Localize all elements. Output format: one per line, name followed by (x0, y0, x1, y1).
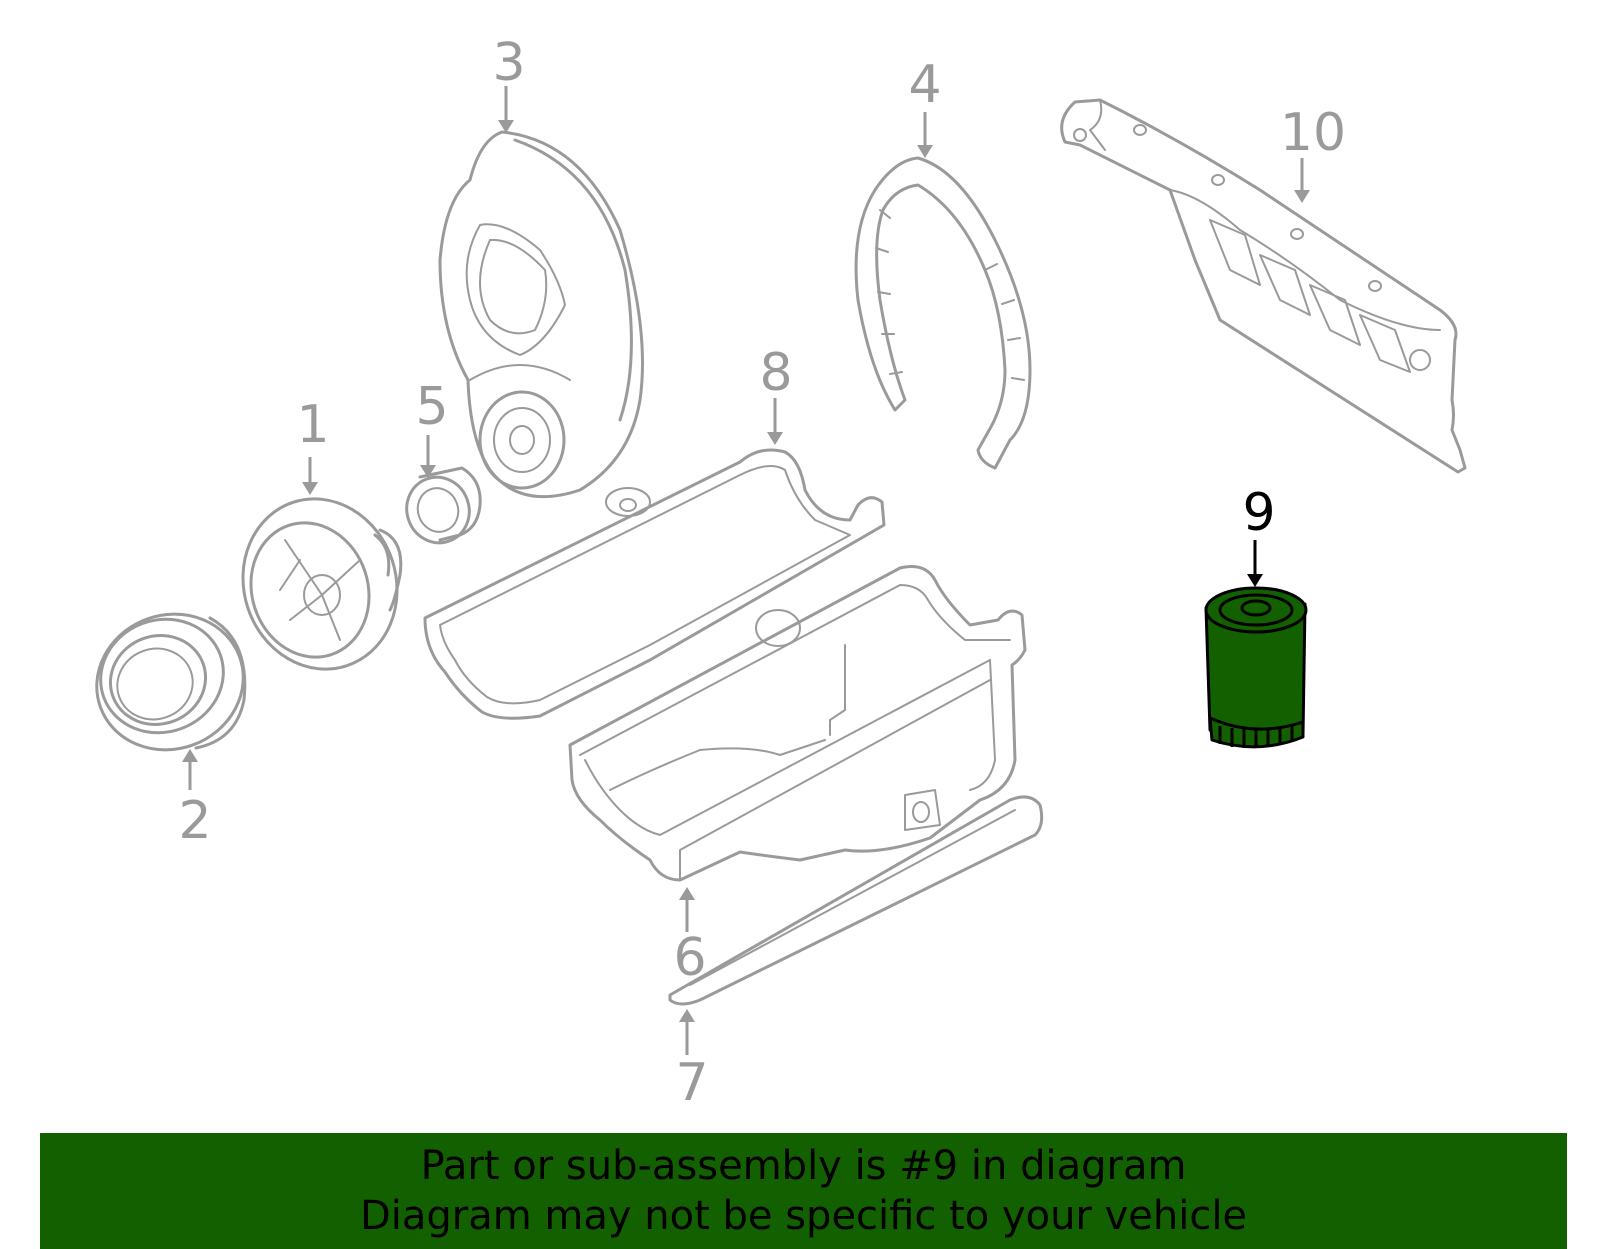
callout-8: 8 (759, 343, 792, 403)
callout-5: 5 (415, 377, 448, 437)
banner-line-part-number: Part or sub-assembly is #9 in diagram (420, 1143, 1187, 1189)
callout-4: 4 (908, 55, 941, 115)
part-1-balancer[interactable] (221, 479, 419, 690)
part-5-seal[interactable] (398, 466, 482, 552)
part-10-cover[interactable] (1060, 98, 1467, 474)
part-3-timing-cover[interactable] (438, 130, 644, 499)
callout-7: 7 (675, 1053, 708, 1113)
callout-labels: 1 2 3 4 5 6 7 8 9 10 (178, 33, 1346, 1113)
part-6-oil-pan[interactable] (568, 565, 1027, 882)
leader-arrows (182, 86, 1310, 1055)
callout-2: 2 (178, 791, 211, 851)
callout-6: 6 (673, 928, 706, 988)
part-4-gasket[interactable] (854, 156, 1032, 470)
part-8-pan-gasket[interactable] (423, 448, 886, 720)
info-banner: Part or sub-assembly is #9 in diagram Di… (40, 1133, 1567, 1249)
part-7-gasket-strip[interactable] (668, 795, 1044, 1006)
callout-9: 9 (1242, 483, 1275, 543)
callout-10: 10 (1280, 103, 1346, 163)
part-2-crank-pulley[interactable] (78, 594, 263, 771)
callout-3: 3 (492, 33, 525, 93)
part-9-oil-filter[interactable] (1204, 586, 1308, 749)
callout-1: 1 (296, 395, 329, 455)
banner-line-disclaimer: Diagram may not be specific to your vehi… (359, 1193, 1248, 1239)
